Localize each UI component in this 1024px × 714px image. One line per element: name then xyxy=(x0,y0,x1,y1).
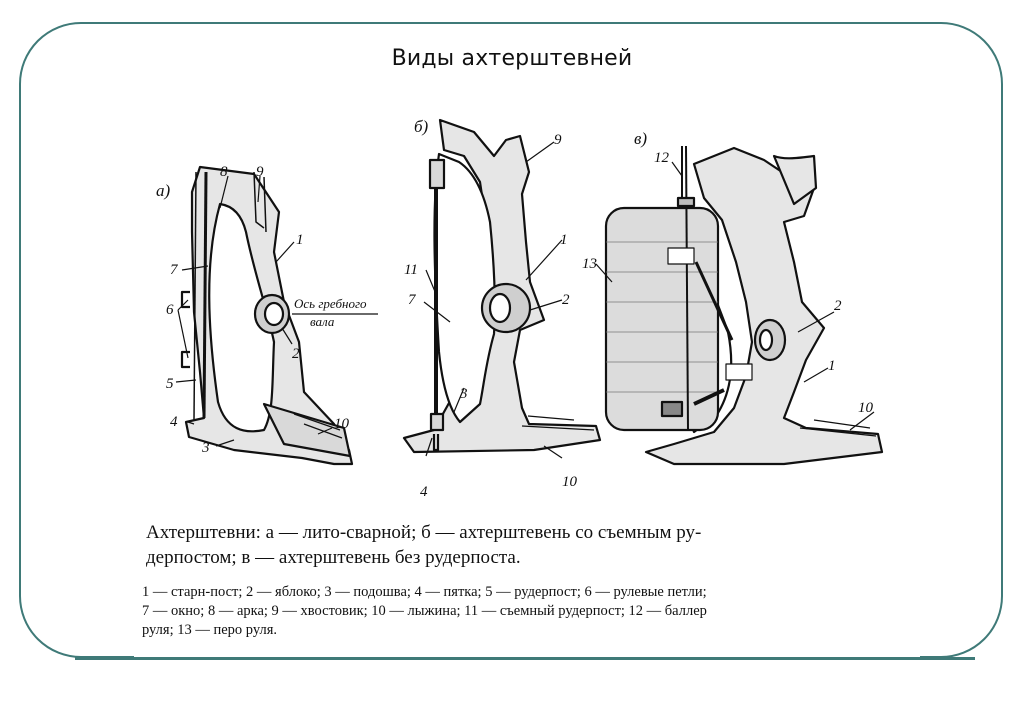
panel-label-c: в) xyxy=(634,129,647,148)
svg-text:1: 1 xyxy=(560,232,568,248)
svg-text:5: 5 xyxy=(166,376,174,392)
svg-text:11: 11 xyxy=(404,262,418,278)
caption-line-2: дерпостом; в — ахтерштевень без рудерпос… xyxy=(146,547,521,568)
drawing-c xyxy=(604,145,884,466)
bottom-divider xyxy=(75,657,975,660)
svg-text:3: 3 xyxy=(201,440,210,456)
callouts-a: 8 9 1 7 Ось гребного вала 6 2 5 4 10 3 xyxy=(166,164,367,456)
slide-title: Виды ахтерштевней xyxy=(391,46,633,71)
svg-text:10: 10 xyxy=(334,416,350,432)
svg-text:6: 6 xyxy=(166,302,174,318)
callouts-b: 9 1 11 2 7 3 4 10 xyxy=(404,132,578,500)
svg-text:7: 7 xyxy=(170,262,179,278)
svg-text:13: 13 xyxy=(582,256,597,272)
legend-row-2: 7 — окно; 8 — арка; 9 — хвостовик; 10 — … xyxy=(142,603,707,619)
svg-text:9: 9 xyxy=(256,164,264,180)
svg-text:9: 9 xyxy=(554,132,562,148)
panel-label-a: а) xyxy=(156,181,171,200)
svg-text:Ось гребного: Ось гребного xyxy=(294,296,367,311)
leader-lines xyxy=(175,141,875,459)
svg-text:4: 4 xyxy=(170,414,178,430)
svg-text:2: 2 xyxy=(834,298,842,314)
svg-text:4: 4 xyxy=(420,484,428,500)
svg-text:12: 12 xyxy=(654,150,670,166)
legend-row-3: руля; 13 — перо руля. xyxy=(142,622,278,638)
scanned-figure: а) б) в) 8 9 1 7 Ось гребного вала 6 2 5… xyxy=(134,112,920,660)
figure-caption: Ахтерштевни: а — лито-сварной; б — ахтер… xyxy=(146,520,911,570)
sternpost-drawings: а) б) в) 8 9 1 7 Ось гребного вала 6 2 5… xyxy=(156,117,884,500)
legend-row-1: 1 — старн-пост; 2 — яблоко; 3 — подошва;… xyxy=(142,584,707,600)
svg-text:1: 1 xyxy=(296,232,304,248)
svg-text:1: 1 xyxy=(828,358,836,374)
svg-text:2: 2 xyxy=(292,346,300,362)
svg-text:вала: вала xyxy=(310,314,335,329)
svg-text:10: 10 xyxy=(858,400,874,416)
svg-text:7: 7 xyxy=(408,292,417,308)
caption-line-1: Ахтерштевни: а — лито-сварной; б — ахтер… xyxy=(146,522,702,543)
figure-legend: 1 — старн-пост; 2 — яблоко; 3 — подошва;… xyxy=(142,583,912,640)
svg-text:10: 10 xyxy=(562,474,578,490)
svg-text:2: 2 xyxy=(562,292,570,308)
panel-label-b: б) xyxy=(414,117,429,136)
callouts-c: 12 13 2 1 10 xyxy=(582,150,874,416)
drawing-b xyxy=(402,118,602,454)
svg-text:3: 3 xyxy=(459,386,468,402)
svg-text:8: 8 xyxy=(220,164,228,180)
drawing-a xyxy=(180,165,354,466)
